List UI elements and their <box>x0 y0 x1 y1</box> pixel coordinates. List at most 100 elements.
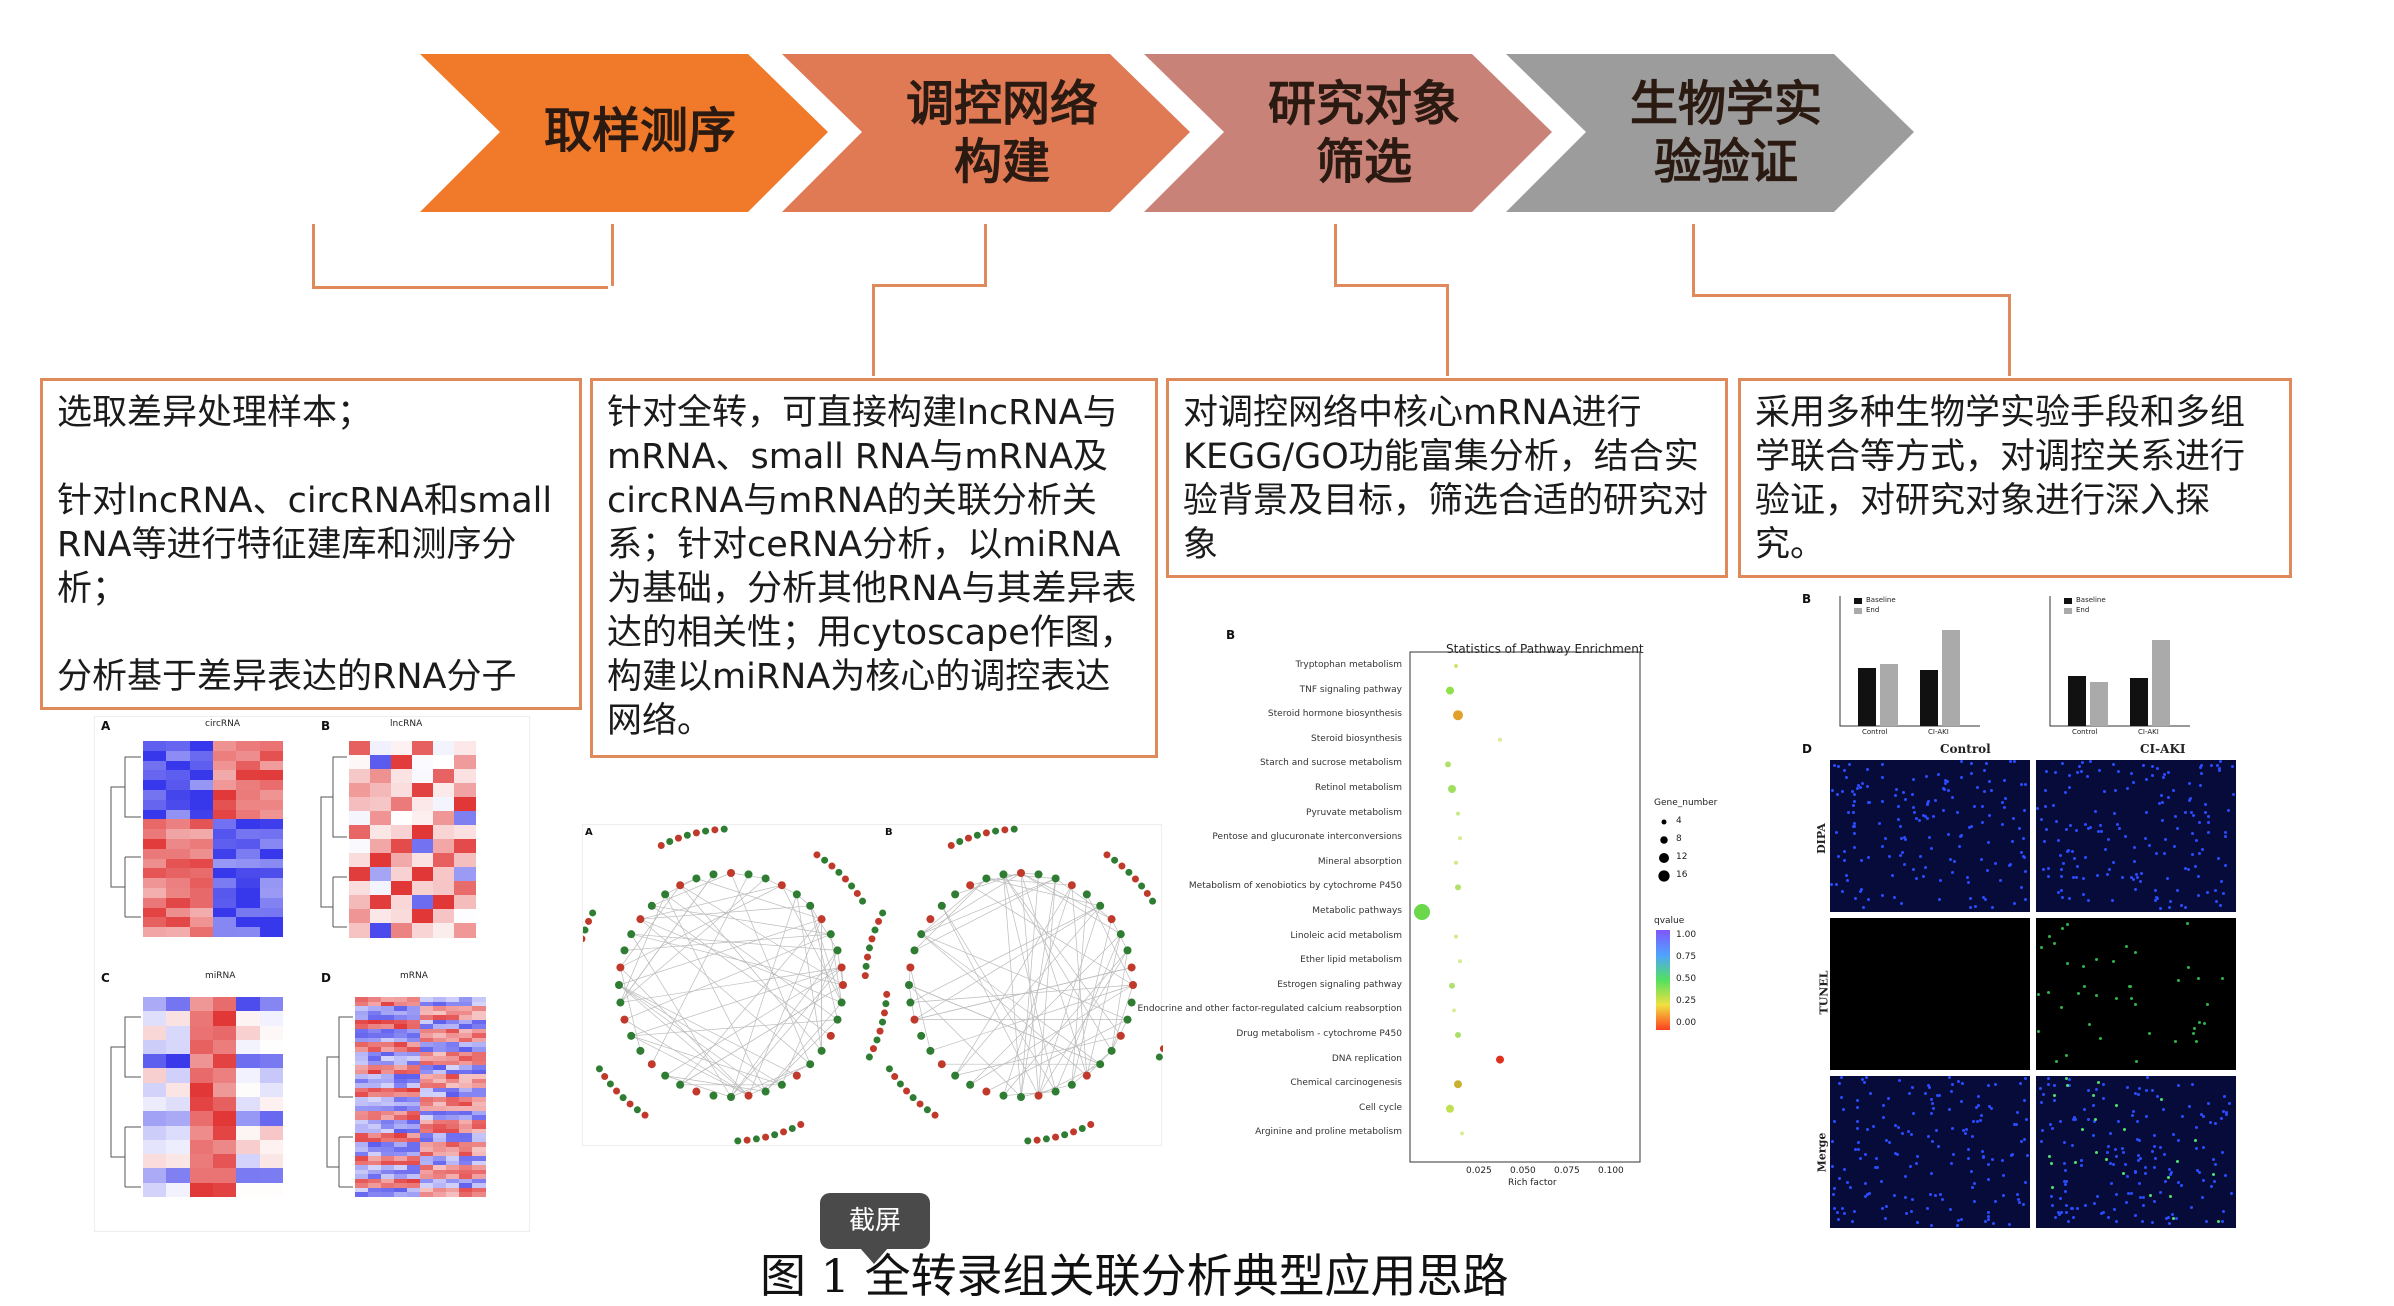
heatmap-cell <box>407 1042 421 1048</box>
screenshot-badge[interactable]: 截屏 <box>820 1193 930 1249</box>
heatmap-cell <box>381 1060 395 1066</box>
network-edge <box>664 894 766 1092</box>
cell-nucleus <box>1946 779 1950 783</box>
network-node <box>865 944 873 952</box>
heatmap-cell <box>355 1151 369 1157</box>
network-node <box>1149 897 1157 905</box>
cell-nucleus <box>1970 772 1974 776</box>
cell-nucleus <box>2057 1213 2061 1217</box>
heatmap-cell <box>381 1087 395 1093</box>
heatmap-cell <box>394 1092 408 1098</box>
cell-nucleus <box>1839 1076 1843 1080</box>
heatmap-cell <box>355 1028 369 1034</box>
heatmap-cell <box>368 1156 382 1162</box>
heatmap-cell <box>355 1178 369 1184</box>
cell-nucleus <box>2063 1168 2067 1172</box>
heatmap-cell <box>166 1154 191 1169</box>
heatmap-cell <box>189 799 214 811</box>
cell-nucleus <box>2200 764 2204 768</box>
heatmap-cell <box>459 1097 473 1103</box>
cell-nucleus <box>2129 772 2133 776</box>
heatmap-cell <box>166 839 191 850</box>
tunel-positive-cell <box>2121 1172 2125 1176</box>
network-node <box>848 882 856 890</box>
cell-nucleus <box>1960 1100 1964 1104</box>
heatmap-cell <box>213 780 237 791</box>
cell-nucleus <box>2197 1171 2201 1174</box>
network-edge <box>921 933 1128 1020</box>
network-edge <box>1038 950 1128 1096</box>
cell-nucleus <box>2115 1192 2119 1196</box>
cell-nucleus <box>2206 815 2210 819</box>
cell-nucleus <box>2137 1153 2141 1157</box>
network-node <box>1024 1137 1032 1145</box>
cell-nucleus <box>1903 863 1907 867</box>
cell-nucleus <box>2040 1128 2044 1132</box>
cell-nucleus <box>1987 1218 1991 1221</box>
heatmap-cell <box>381 1169 395 1175</box>
cell-nucleus <box>1974 904 1978 908</box>
cell-nucleus <box>1856 1140 1860 1144</box>
heatmap-cell <box>355 1183 369 1189</box>
heatmap-cell <box>472 1047 486 1053</box>
cell-nucleus <box>2081 761 2085 765</box>
cell-nucleus <box>1926 817 1930 821</box>
cell-nucleus <box>1856 1126 1860 1130</box>
network-edge <box>1020 1084 1072 1098</box>
heatmap-cell <box>446 1065 460 1071</box>
heatmap-cell <box>213 1111 237 1127</box>
heatmap-cell <box>472 1137 486 1143</box>
heatmap-cell <box>368 1028 382 1034</box>
heatmap-cell <box>420 1137 434 1143</box>
network-node <box>909 1094 917 1102</box>
heatmap-cell <box>381 1115 395 1121</box>
heatmap-cell <box>407 1015 421 1021</box>
heatmap-cell <box>446 1015 460 1021</box>
cell-nucleus <box>2229 1192 2233 1196</box>
cell-nucleus <box>1865 1076 1869 1080</box>
heatmap-cell <box>213 1154 237 1169</box>
cell-nucleus <box>2158 906 2162 910</box>
heatmap-cell <box>189 1054 214 1069</box>
heatmap-cell <box>166 1182 191 1198</box>
cell-nucleus <box>2157 801 2161 805</box>
heatmap-cell <box>472 1169 486 1175</box>
cell-nucleus <box>2163 773 2167 777</box>
heatmap-cell <box>259 839 284 850</box>
connector-1b <box>312 286 608 289</box>
heatmap-cell <box>394 1074 408 1080</box>
heatmap-cell <box>433 811 455 826</box>
heatmap-cell <box>355 1192 369 1198</box>
cell-nucleus <box>2217 767 2221 771</box>
cell-nucleus <box>2171 1213 2174 1217</box>
cell-nucleus <box>1973 1200 1977 1204</box>
cell-nucleus <box>1846 811 1850 815</box>
heatmap-cell <box>433 1142 447 1148</box>
cell-nucleus <box>1837 1217 1841 1221</box>
heatmap-cell <box>412 895 434 910</box>
heatmap-cell <box>368 1124 382 1130</box>
network-edge <box>809 905 838 1020</box>
heatmap-cell <box>381 1128 395 1134</box>
heatmap-cell <box>459 1087 473 1093</box>
cell-nucleus <box>2177 1084 2181 1088</box>
micrograph-dipa-control <box>1830 760 2030 912</box>
network-node <box>839 981 847 989</box>
pathway-bubble <box>1455 884 1461 891</box>
heatmap-cell <box>407 1087 421 1093</box>
heatmap-cell <box>213 1168 237 1184</box>
cell-nucleus <box>2056 838 2060 842</box>
network-node <box>1116 1031 1125 1040</box>
heatmap-cell <box>433 1047 447 1053</box>
heatmap-cell <box>259 1082 284 1098</box>
heatmap-cell <box>381 1047 395 1053</box>
network-edge <box>920 933 1088 1076</box>
cell-nucleus <box>2039 1100 2043 1104</box>
cell-nucleus <box>2212 1180 2216 1184</box>
network-node <box>627 930 636 939</box>
bubble-axes <box>1409 651 1641 1163</box>
heatmap-cell <box>166 858 191 869</box>
heatmap-cell <box>189 1068 214 1084</box>
cell-nucleus <box>1854 1148 1858 1152</box>
heatmap-cell <box>213 878 237 889</box>
